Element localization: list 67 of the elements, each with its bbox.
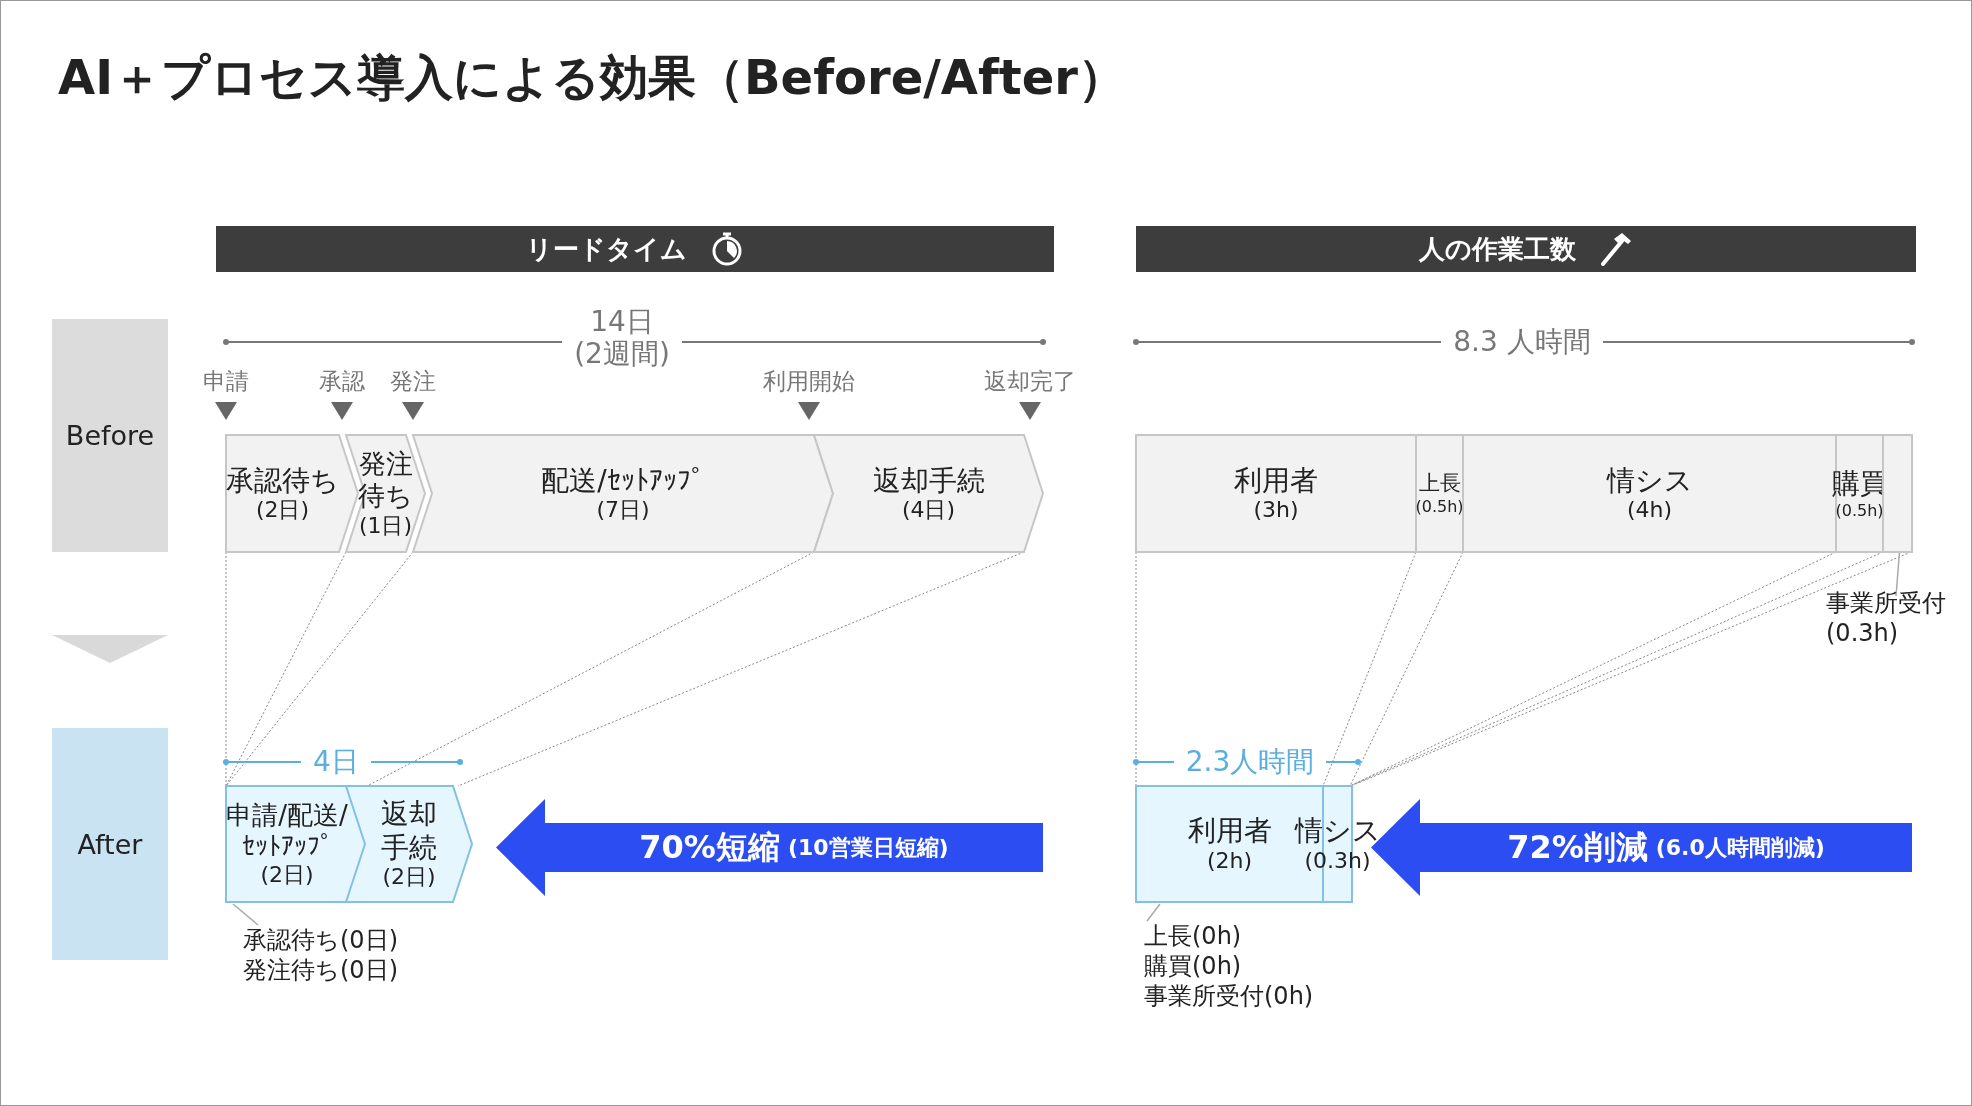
segment-label: 利用者 bbox=[1234, 463, 1318, 498]
segment-value: (1日) bbox=[358, 512, 413, 540]
section-header-bar bbox=[216, 226, 1054, 272]
leader-line bbox=[1146, 903, 1161, 922]
phase-band bbox=[52, 728, 168, 960]
note-text: 発注待ち(0日) bbox=[243, 955, 399, 985]
segment-value: (0.3h) bbox=[1304, 847, 1371, 874]
projection-line bbox=[225, 551, 414, 787]
segment-label: 申請/配送/ｾｯﾄｱｯﾌﾟ bbox=[226, 799, 348, 862]
note-text: 購買(0h) bbox=[1144, 951, 1243, 981]
segment-label: 承認待ち bbox=[226, 463, 339, 498]
workload-segment bbox=[1883, 435, 1912, 552]
dimension-label: 8.3 人時間 bbox=[1441, 325, 1603, 359]
reduction-headline: 72%削減 bbox=[1507, 826, 1648, 868]
reduction-detail: (10営業日短縮) bbox=[787, 833, 949, 862]
segment-value: (2日) bbox=[260, 862, 314, 889]
note-text: 承認待ち(0日) bbox=[243, 925, 399, 955]
segment-value: (2h) bbox=[1206, 847, 1253, 874]
segment-value: (2日) bbox=[382, 864, 436, 891]
reduction-detail: (6.0人時間削減) bbox=[1655, 833, 1825, 862]
step-block bbox=[226, 435, 358, 552]
projection-line bbox=[225, 551, 347, 787]
segment-label: 情シス bbox=[1294, 814, 1381, 848]
down-chevron bbox=[52, 635, 168, 663]
segment-value: (2日) bbox=[255, 497, 310, 524]
segment-value: (0.5h) bbox=[1835, 500, 1884, 520]
segment-label: 配送/ｾｯﾄｱｯﾌﾟ bbox=[541, 463, 705, 498]
projection-line bbox=[1322, 551, 1417, 787]
section-heading: リードタイム bbox=[525, 232, 687, 266]
slide-title: AI＋プロセス導入による効果（Before/After） bbox=[58, 48, 1126, 107]
dimension-label: 2.3人時間 bbox=[1173, 745, 1327, 779]
segment-label: 返却手続 bbox=[872, 463, 985, 498]
phase-label: Before bbox=[65, 420, 155, 451]
note-text: 上長(0h) bbox=[1144, 921, 1243, 951]
segment-value: (7日) bbox=[596, 497, 650, 524]
step-block bbox=[814, 435, 1043, 552]
segment-value: (4h) bbox=[1626, 497, 1673, 524]
note-text: 事業所受付 bbox=[1826, 588, 1947, 618]
leader-line bbox=[232, 903, 259, 926]
note-text: (0.3h) bbox=[1826, 618, 1900, 648]
step-block bbox=[226, 786, 367, 902]
phase-band bbox=[52, 319, 168, 552]
leader-line bbox=[1895, 551, 1901, 597]
milestone-label: 利用開始 bbox=[763, 367, 855, 396]
segment-value: (3h) bbox=[1253, 497, 1299, 524]
segment-label: 返却手続 bbox=[380, 797, 438, 865]
segment-label: 発注待ち bbox=[357, 447, 414, 513]
segment-label: 情シス bbox=[1606, 463, 1693, 498]
workload-segment bbox=[1136, 435, 1416, 552]
milestone-label: 承認 bbox=[319, 367, 365, 396]
milestone-label: 申請 bbox=[203, 367, 249, 396]
reduction-headline: 70%短縮 bbox=[639, 826, 780, 868]
segment-value: (0.5h) bbox=[1415, 496, 1464, 516]
step-block bbox=[346, 786, 472, 902]
segment-value: (4日) bbox=[901, 497, 956, 524]
milestone-label: 発注 bbox=[390, 367, 436, 396]
workload-segment bbox=[1416, 435, 1463, 552]
section-heading: 人の作業工数 bbox=[1418, 232, 1576, 266]
projection-line bbox=[1135, 551, 1137, 787]
milestone-label: 返却完了 bbox=[984, 367, 1076, 396]
segment-label: 利用者 bbox=[1187, 814, 1272, 848]
section-header-bar bbox=[1136, 226, 1916, 272]
note-text: 事業所受付(0h) bbox=[1144, 981, 1315, 1011]
segment-label: 上長 bbox=[1418, 471, 1461, 497]
reduction-arrow bbox=[496, 799, 1043, 896]
projection-line bbox=[225, 551, 227, 787]
phase-label: After bbox=[77, 828, 143, 860]
